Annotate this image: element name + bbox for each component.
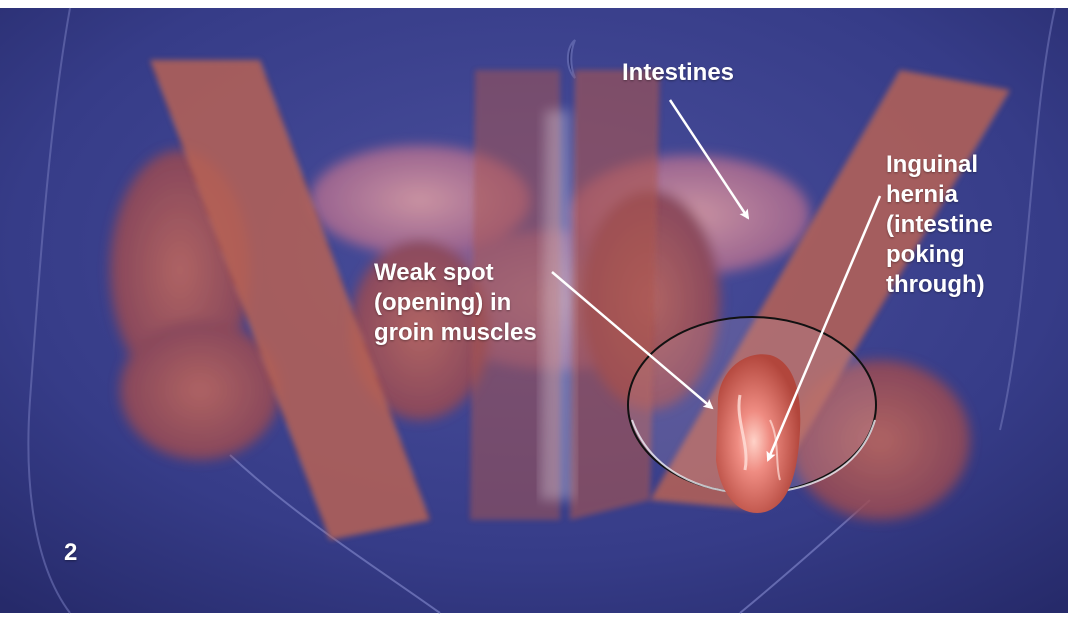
bottom-white-band xyxy=(0,613,1068,629)
top-white-band xyxy=(0,0,1068,8)
label-inguinal-hernia: Inguinal hernia (intestine poking throug… xyxy=(886,150,993,300)
linea-alba xyxy=(540,110,575,500)
hernia-bulge-icon xyxy=(716,354,800,513)
panel-number: 2 xyxy=(64,538,77,568)
label-intestines: Intestines xyxy=(622,58,734,88)
label-weak-spot: Weak spot (opening) in groin muscles xyxy=(374,258,537,348)
